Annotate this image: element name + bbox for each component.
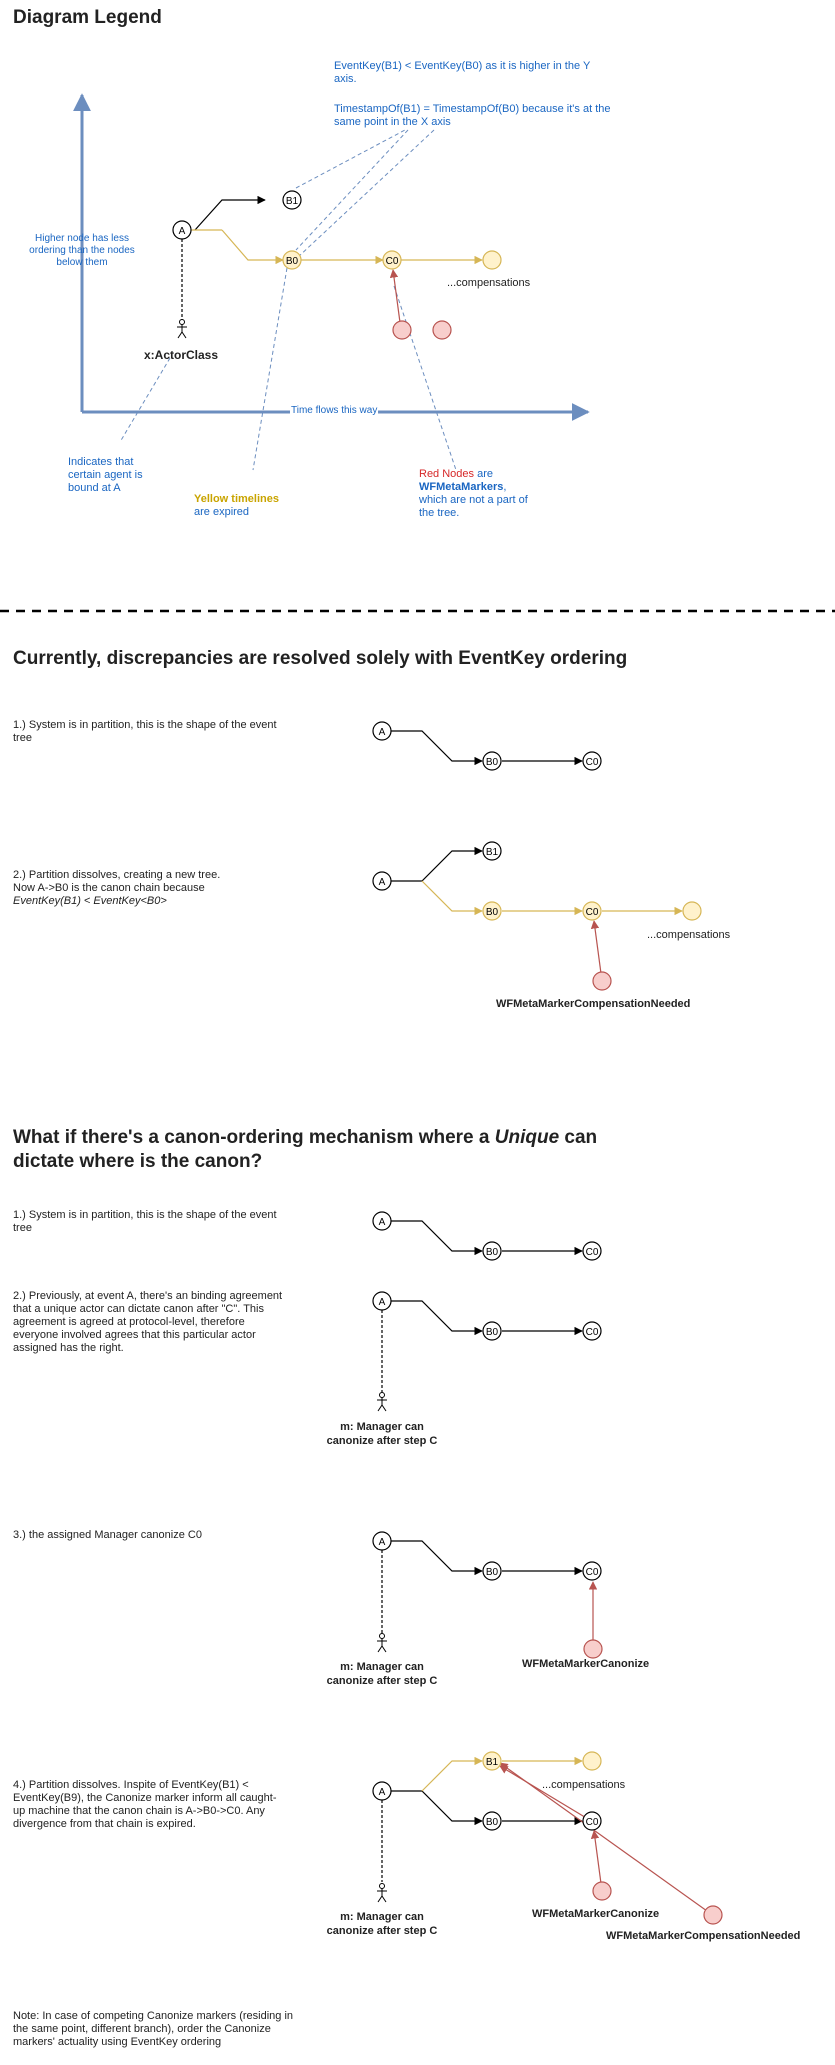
svg-text:B0: B0 [286, 256, 299, 267]
note-eventkey: EventKey(B1) < EventKey(B0) as it is hig… [334, 60, 591, 85]
s2d3-red-marker [583, 1639, 603, 1659]
legend-red-node-2 [432, 320, 452, 340]
svg-text:B1: B1 [486, 1757, 499, 1768]
s1d1-node-b0 [482, 751, 502, 771]
s2-note: Note: In case of competing Canonize mark… [13, 2010, 294, 2048]
s2d3-actor-icon [377, 1633, 387, 1653]
s2d4-red-canonize [592, 1881, 612, 1901]
s1-marker-label: WFMetaMarkerCompensationNeeded [496, 998, 691, 1010]
s2-step3: 3.) the assigned Manager canonize C0 [13, 1529, 202, 1541]
s2d4-actor-icon [377, 1883, 387, 1903]
s1d2-red-marker [592, 971, 612, 991]
red-note: Red Nodes are WFMetaMarkers, which are n… [419, 468, 534, 520]
svg-text:B0: B0 [486, 1567, 499, 1578]
svg-text:B1: B1 [486, 847, 499, 858]
s2-diagram3: A B0 C0 [372, 1531, 603, 1659]
note-timestamp: TimestampOf(B1) = TimestampOf(B0) becaus… [334, 103, 611, 128]
section2-title-pre: What if there's a canon-ordering mechani… [13, 1127, 495, 1148]
section1-title: Currently, discrepancies are resolved so… [13, 648, 628, 669]
legend-node-c0: C0 [382, 250, 402, 270]
s2-diagram4: A B1 B0 C0 [372, 1751, 723, 1925]
svg-text:A: A [379, 1787, 386, 1798]
red-note-mid: are [474, 468, 494, 480]
svg-text:C0: C0 [586, 1247, 599, 1258]
legend-node-compensation [482, 250, 502, 270]
legend-node-b1: B1 [282, 190, 302, 210]
legend-edges [181, 195, 483, 331]
s2d4-manager-label: m: Manager can canonize after step C [326, 1911, 438, 1937]
s2d4-compensation-node [582, 1751, 602, 1771]
s1-step2-line2: Now A->B0 is the canon chain because [13, 882, 205, 894]
legend-title: Diagram Legend [13, 7, 162, 28]
actor-note: Indicates that certain agent is bound at… [68, 456, 143, 494]
legend-compensations-label: ...compensations [447, 277, 531, 289]
s2-step2: 2.) Previously, at event A, there's an b… [13, 1290, 283, 1354]
s2d3-marker-label: WFMetaMarkerCanonize [522, 1658, 650, 1670]
s2d4-compensations-label: ...compensations [542, 1779, 626, 1791]
legend-actor-icon [177, 319, 187, 339]
svg-text:A: A [379, 1217, 386, 1228]
yellow-note-title: Yellow timelines [194, 493, 279, 505]
s1d2-node-c0 [582, 901, 602, 921]
s2d3-manager-label: m: Manager can canonize after step C [326, 1661, 438, 1687]
svg-text:B0: B0 [486, 1327, 499, 1338]
red-note-title: Red Nodes [419, 468, 475, 480]
s1-step1: 1.) System is in partition, this is the … [13, 719, 277, 744]
s2-diagram2: A B0 C0 [372, 1291, 602, 1412]
svg-text:A: A [179, 226, 186, 237]
s1d1-node-c0 [582, 751, 602, 771]
yellow-note: Yellow timelines are expired [194, 493, 314, 519]
svg-text:B1: B1 [286, 196, 299, 207]
legend-red-node-1 [392, 320, 412, 340]
s1d2-node-a [372, 871, 392, 891]
s2d2-actor-icon [377, 1392, 387, 1412]
yaxis-note: Higher node has less ordering than the n… [29, 233, 135, 268]
s1d2-node-compensation [682, 901, 702, 921]
legend-node-a: A [172, 220, 192, 240]
svg-text:A: A [379, 727, 386, 738]
legend-node-b0: B0 [282, 250, 302, 270]
svg-text:B0: B0 [486, 1247, 499, 1258]
s1-diagram1: A B0 C0 [372, 721, 602, 771]
s1d2-node-b0 [482, 901, 502, 921]
s1d1-node-a [372, 721, 392, 741]
section2-title-em: Unique [494, 1127, 560, 1148]
s1-step2-line1: 2.) Partition dissolves, creating a new … [13, 869, 221, 881]
svg-text:A: A [379, 1537, 386, 1548]
section2-title-post: can dictate where is the canon? [13, 1127, 598, 1172]
svg-text:B0: B0 [486, 1817, 499, 1828]
svg-text:B0: B0 [486, 907, 499, 918]
yellow-note-rest: are expired [194, 506, 250, 518]
red-note-marker: WFMetaMarkers [419, 481, 504, 493]
svg-text:C0: C0 [586, 757, 599, 768]
xaxis-note: Time flows this way [290, 404, 379, 417]
svg-text:C0: C0 [586, 1817, 599, 1828]
svg-text:B0: B0 [486, 757, 499, 768]
s2d2-manager-label: m: Manager can canonize after step C [326, 1421, 438, 1447]
s2d4-marker-comp-label: WFMetaMarkerCompensationNeeded [606, 1930, 801, 1942]
legend-callout-lines [119, 129, 457, 471]
s2-step1: 1.) System is in partition, this is the … [13, 1209, 277, 1234]
svg-text:C0: C0 [586, 1327, 599, 1338]
s1-step2: 2.) Partition dissolves, creating a new … [13, 869, 283, 908]
svg-text:A: A [379, 1297, 386, 1308]
s2-diagram1: A B0 C0 [372, 1211, 602, 1261]
s1-diagram2: A B1 B0 C0 [372, 841, 702, 991]
s1-step2-line3: EventKey(B1) < EventKey<B0> [13, 895, 167, 907]
red-note-rest: , which are not a part of the tree. [419, 481, 528, 519]
s1-compensations-label: ...compensations [647, 929, 731, 941]
legend-actor-label: x:ActorClass [144, 348, 219, 362]
svg-text:A: A [379, 877, 386, 888]
section2-title: What if there's a canon-ordering mechani… [13, 1126, 633, 1174]
svg-text:C0: C0 [386, 256, 399, 267]
svg-text:C0: C0 [586, 1567, 599, 1578]
svg-text:C0: C0 [586, 907, 599, 918]
s2d4-red-compensation [703, 1905, 723, 1925]
s2d4-marker-canonize-label: WFMetaMarkerCanonize [532, 1908, 660, 1920]
s2-step4: 4.) Partition dissolves. Inspite of Even… [13, 1779, 277, 1830]
legend-axes [73, 93, 590, 421]
s1d2-node-b1 [482, 841, 502, 861]
